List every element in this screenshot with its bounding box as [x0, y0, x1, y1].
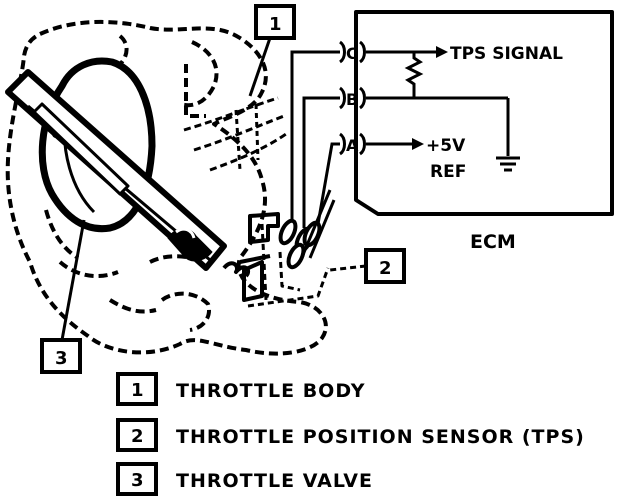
ecm-label: ECM [470, 231, 516, 253]
throttle-body-outline [5, 19, 328, 356]
ref-label: REF [430, 162, 466, 182]
legend-number-1: 1 [131, 380, 144, 401]
callout-3: 3 [40, 219, 86, 374]
legend: 1 THROTTLE BODY 2 THROTTLE POSITION SENS… [116, 372, 585, 496]
pin-c: C [338, 40, 366, 64]
pin-b: B [338, 86, 366, 110]
legend-item-throttle-valve: 3 THROTTLE VALVE [116, 462, 373, 496]
ecm-module [354, 10, 614, 216]
throttle-body-fins [183, 96, 287, 172]
callout-3-number: 3 [55, 348, 68, 369]
pin-a-label: A [346, 136, 359, 155]
tps-sensor [222, 212, 330, 308]
ecm-circuit [366, 46, 520, 172]
legend-label-tps: THROTTLE POSITION SENSOR (TPS) [176, 426, 585, 448]
throttle-shaft [5, 69, 227, 271]
callout-2-number: 2 [379, 258, 392, 279]
legend-item-throttle-body: 1 THROTTLE BODY [116, 372, 365, 406]
legend-label-throttle-body: THROTTLE BODY [176, 380, 365, 402]
callout-2: 2 [329, 248, 406, 284]
tps-wiring [290, 50, 340, 263]
legend-item-tps: 2 THROTTLE POSITION SENSOR (TPS) [116, 418, 585, 452]
callout-1-number: 1 [269, 14, 282, 35]
plus5v-label: +5V [426, 136, 466, 156]
legend-number-2: 2 [131, 426, 144, 447]
legend-number-3: 3 [131, 470, 144, 491]
pin-c-label: C [346, 44, 358, 63]
legend-label-throttle-valve: THROTTLE VALVE [176, 470, 373, 492]
pin-b-label: B [346, 90, 358, 109]
tps-signal-label: TPS SIGNAL [450, 44, 563, 64]
pin-a: A [338, 132, 366, 156]
callout-1: 1 [248, 4, 296, 97]
